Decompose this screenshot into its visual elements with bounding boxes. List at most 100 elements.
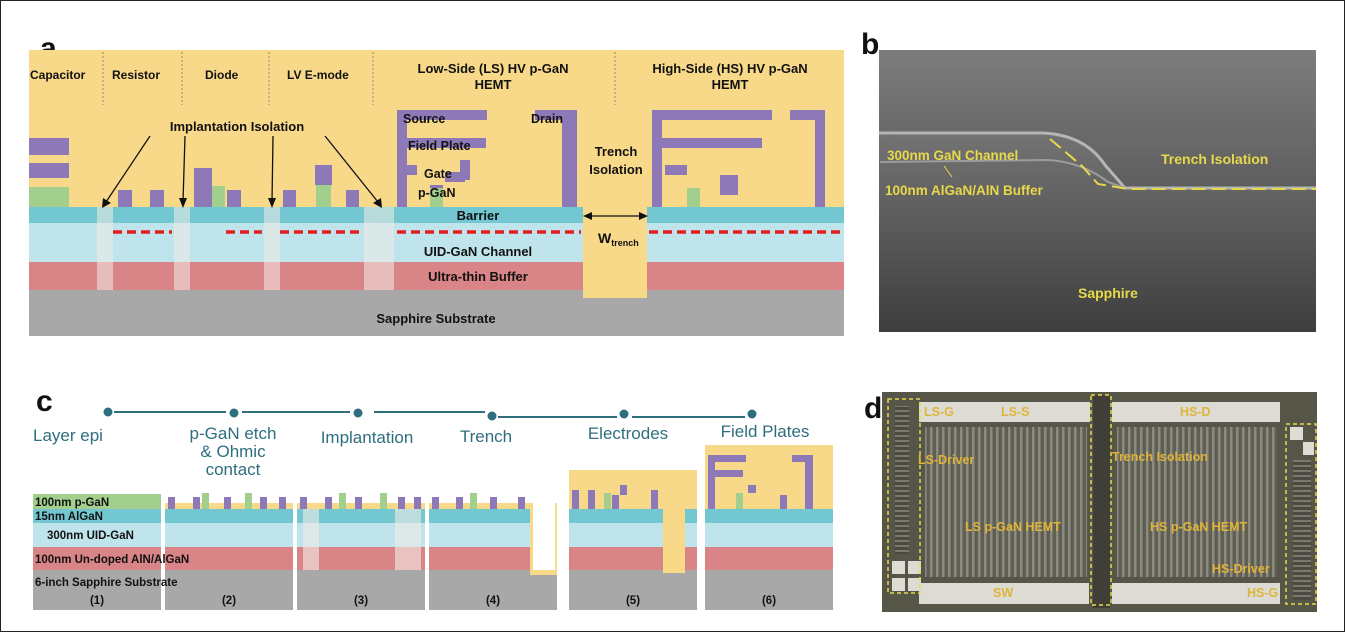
label-hs-driver: HS-Driver [1212,562,1270,576]
panel-b: b 300nm GaN Channel 100nm AlGaN/AlN Buff… [861,28,1316,332]
layer-label-algan: 15nm AlGaN [35,511,103,523]
label-drain: Drain [531,112,563,126]
step-labels: Layer epi p-GaN etch & Ohmic contact Imp… [33,422,809,479]
capacitor [29,138,69,207]
hs-title-line2: HEMT [712,77,749,92]
ls-title-line1: Low-Side (LS) HV p-GaN [418,61,569,76]
panel-label-b: b [861,28,879,61]
trench [583,207,647,298]
ls-hemt-fingers [925,427,1087,577]
w-trench-arrow [583,212,648,220]
panel-d: d LS-G LS-S HS-D [864,392,1317,612]
step-2-section [165,493,293,610]
substrate-layer [29,290,844,336]
label-substrate: Sapphire Substrate [376,311,495,326]
ls-title-line2: HEMT [475,77,512,92]
label-source: Source [403,112,445,126]
step-label-5: Electrodes [588,424,668,443]
chip-outlines [887,394,1317,606]
step-5-section [569,470,697,610]
hs-title-line1: High-Side (HS) HV p-GaN [652,61,807,76]
step-label-4: Trench [460,427,512,446]
step-3-section [297,493,425,610]
channel-layer [29,223,844,262]
passivation-layer [29,50,844,207]
step-1-section [33,494,161,610]
sem-edge-highlight [879,131,1316,190]
label-field-plate: Field Plate [408,139,471,153]
layer-label-uid: 300nm UID-GaN [47,530,134,542]
sem-top-region [879,50,1316,188]
panel-label-c: c [36,385,53,418]
step-label-2b: & Ohmic [200,442,266,461]
label-sw: SW [993,586,1013,600]
label-trench-line2: Isolation [589,162,643,177]
label-buffer: Ultra-thin Buffer [428,269,528,284]
panel-label-d: d [864,392,882,425]
timeline [114,411,745,418]
step-4-section [429,493,557,610]
step-number-2: (2) [222,595,236,607]
step-number-5: (5) [626,595,640,607]
label-channel: UID-GaN Channel [424,244,532,259]
ls-driver-block [895,406,909,554]
label-barrier: Barrier [457,208,500,223]
label-ls-s: LS-S [1001,405,1029,419]
label-lv-emode: LV E-mode [287,68,349,82]
sem-sapphire-label: Sapphire [1078,285,1138,301]
w-trench-label: Wtrench [598,230,639,248]
chip-labels: LS-G LS-S HS-D LS-Driver Trench Isolatio… [918,405,1278,600]
layer-label-substrate: 6-inch Sapphire Substrate [35,577,178,589]
step-label-3: Implantation [321,428,414,447]
label-ls-hemt: LS p-GaN HEMT [965,520,1061,534]
layer-labels: 100nm p-GaN 15nm AlGaN 300nm UID-GaN 100… [35,497,189,589]
step-number-4: (4) [486,595,500,607]
step-label-2c: contact [206,460,261,479]
sem-trench-outline [1049,138,1316,190]
step-number-1: (1) [90,595,104,607]
implantation-isolation-label: Implantation Isolation [170,119,304,134]
sem-channel-label: 300nm GaN Channel [887,148,1018,163]
barrier-layer [29,207,844,223]
label-trench-line1: Trench [595,144,638,159]
panel-c: c Layer epi p-GaN etch & Ohmic contact I… [33,385,833,610]
implant-arrows [105,135,379,203]
lv-emode-device [283,165,359,207]
label-hs-hemt: HS p-GaN HEMT [1150,520,1248,534]
hs-hemt-fingers [1117,427,1277,577]
label-resistor: Resistor [112,68,160,82]
trench-strip [1093,395,1110,608]
diode [194,168,241,207]
label-trench: Trench Isolation [1112,450,1208,464]
chip-pads [892,402,1314,604]
implant-regions [97,207,394,290]
buffer-pointer [943,165,953,178]
label-ls-driver: LS-Driver [918,453,974,467]
sem-trench-label: Trench Isolation [1161,151,1268,167]
resistor-contact-right [150,190,164,207]
panel-a: a [29,32,844,336]
step-number-3: (3) [354,595,368,607]
resistor-contact-left [118,190,132,207]
label-diode: Diode [205,68,239,82]
sem-interface [879,158,1126,189]
step-label-2a: p-GaN etch [190,424,277,443]
region-separators [102,52,616,105]
sem-buffer-label: 100nm AlGaN/AlN Buffer [885,183,1044,198]
step-number-6: (6) [762,595,776,607]
step-6-section [705,445,833,610]
implant-arrowheads [102,198,382,208]
hs-driver-block [1293,460,1311,600]
label-hs-g: HS-G [1247,586,1278,600]
layer-label-pgan: 100nm p-GaN [35,497,109,509]
label-pgan: p-GaN [418,186,456,200]
label-gate: Gate [424,167,452,181]
step-numbers: (1) (2) (3) (4) (5) (6) [90,595,776,607]
label-hs-d: HS-D [1180,405,1211,419]
timeline-dots [103,407,757,421]
ls-pgan-gate [430,188,443,207]
layer-label-buffer: 100nm Un-doped AlN/AlGaN [35,554,189,566]
buffer-layer [29,262,844,290]
label-ls-g: LS-G [924,405,954,419]
